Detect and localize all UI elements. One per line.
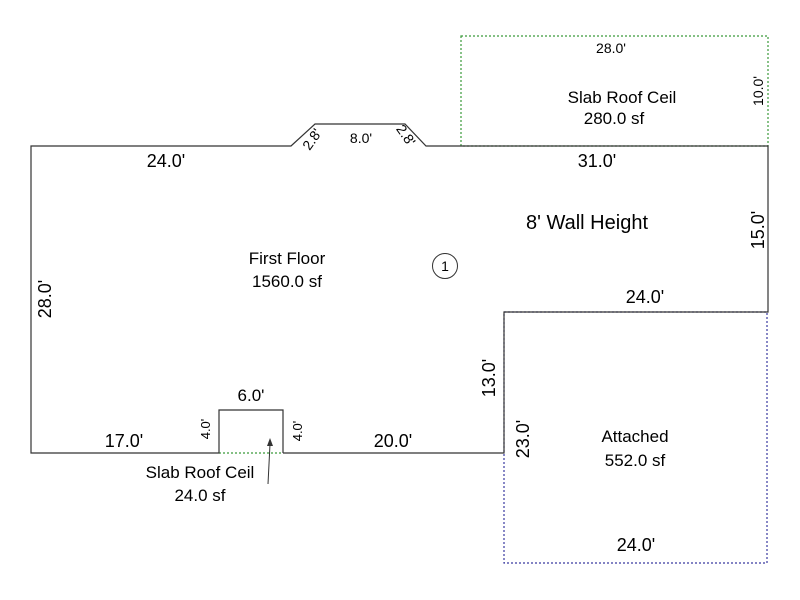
dim-attached-left: 23.0'	[513, 420, 533, 458]
dim-bump-left: 4.0'	[198, 419, 213, 440]
dim-attached-bottom: 24.0'	[617, 535, 655, 555]
dim-bay-side-left: 2.8'	[299, 125, 325, 152]
dim-bottom-right: 20.0'	[374, 431, 412, 451]
first-floor-outline	[30, 123, 769, 454]
dim-right-lower: 13.0'	[479, 359, 499, 397]
slab-roof-top-outline	[460, 35, 769, 147]
attached-name: Attached	[601, 427, 668, 446]
dim-left: 28.0'	[35, 280, 55, 318]
slab-roof-top-area: 280.0 sf	[584, 109, 645, 128]
dim-right-upper: 15.0'	[748, 211, 768, 249]
slab-roof-small-name: Slab Roof Ceil	[146, 463, 255, 482]
dim-step: 24.0'	[626, 287, 664, 307]
attached-area: 552.0 sf	[605, 451, 666, 470]
dim-top-right: 31.0'	[578, 151, 616, 171]
dim-slab-right: 10.0'	[750, 76, 766, 106]
slab-roof-small-area: 24.0 sf	[174, 486, 225, 505]
dim-top-left: 24.0'	[147, 151, 185, 171]
first-floor-area: 1560.0 sf	[252, 272, 322, 291]
dim-bump-top: 6.0'	[238, 386, 265, 405]
floor-marker-number: 1	[441, 258, 449, 274]
dim-bump-right: 4.0'	[290, 421, 305, 442]
dim-bay-front: 8.0'	[350, 130, 372, 146]
slab-pointer-arrowhead	[267, 438, 273, 446]
attached-garage-outline	[503, 311, 768, 564]
slab-roof-top-name: Slab Roof Ceil	[568, 88, 677, 107]
first-floor-name: First Floor	[249, 249, 326, 268]
floor-marker-circle	[432, 253, 458, 279]
slab-pointer-line	[267, 443, 271, 485]
wall-height-label: 8' Wall Height	[526, 212, 648, 234]
dim-bottom-left: 17.0'	[105, 431, 143, 451]
dim-slab-top: 28.0'	[596, 40, 626, 56]
dim-bay-side-right: 2.8'	[393, 121, 419, 148]
